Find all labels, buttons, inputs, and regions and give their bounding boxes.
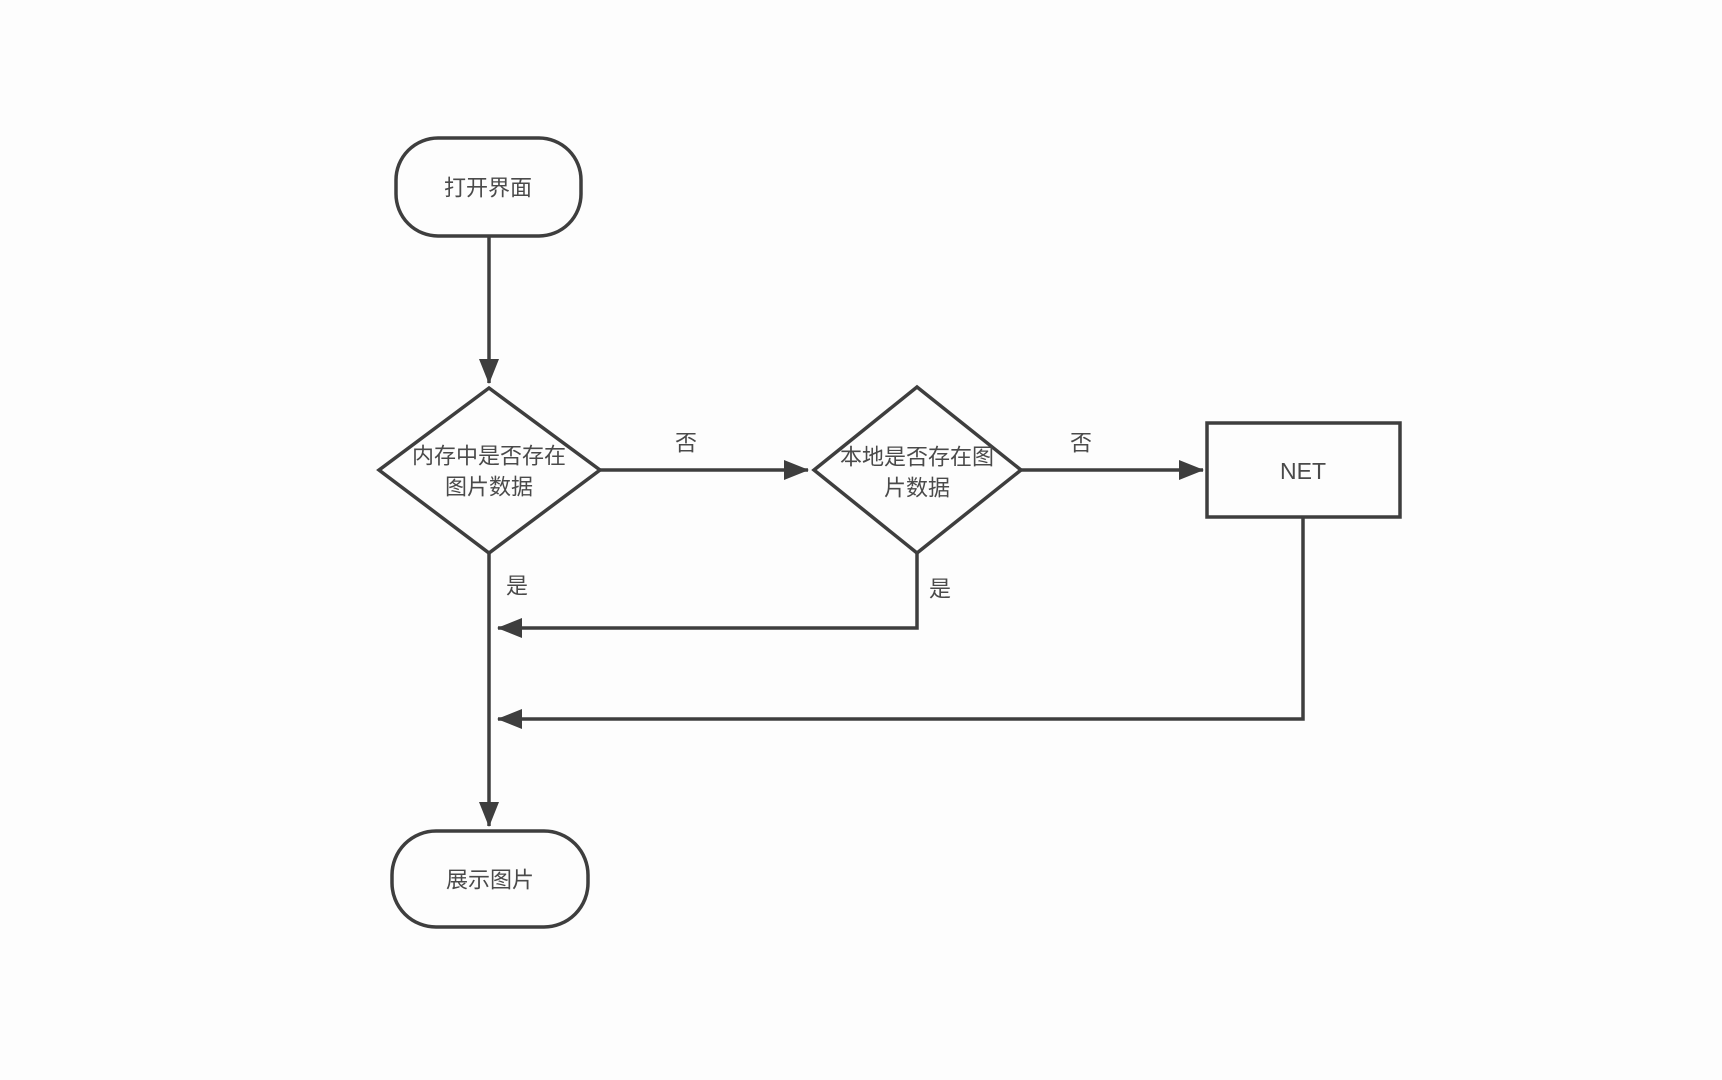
memory-check-decision: 内存中是否存在 图片数据: [376, 385, 603, 556]
local-check-label-line1: 本地是否存在图: [840, 445, 994, 470]
edge-net-merge: [497, 517, 1305, 729]
memory-check-label-line1: 内存中是否存在: [412, 444, 566, 469]
start-node-label: 打开界面: [444, 176, 532, 201]
memory-check-label-line2: 图片数据: [445, 475, 533, 500]
local-check-label-line2: 片数据: [884, 476, 950, 501]
display-node-label: 展示图片: [446, 868, 534, 893]
memory-check-shape: [376, 385, 603, 556]
start-node-shape: [394, 136, 583, 238]
display-node-shape: [390, 829, 590, 929]
local-check-shape: [811, 384, 1024, 556]
edge-label-local-yes: 是: [929, 577, 951, 602]
net-process-shape: [1205, 421, 1402, 519]
net-process: NET: [1205, 421, 1402, 519]
display-node: 展示图片: [390, 829, 590, 929]
edge-local-yes-merge: [497, 553, 919, 638]
edge-label-local-no: 否: [1070, 431, 1092, 456]
local-check-decision: 本地是否存在图 片数据: [811, 384, 1024, 556]
edge-label-memory-yes: 是: [506, 574, 528, 599]
edge-label-memory-no: 否: [675, 431, 697, 456]
net-process-label: NET: [1280, 458, 1326, 484]
start-node: 打开界面: [394, 136, 583, 238]
